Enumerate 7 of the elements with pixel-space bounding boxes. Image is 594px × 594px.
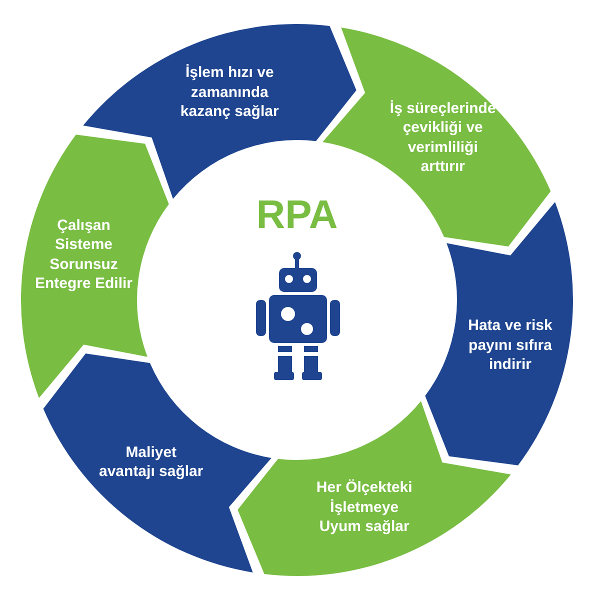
segment-label: İş süreçlerinde çevikliği ve verimliliği arttırır — [388, 98, 497, 177]
center-title: RPA — [256, 192, 338, 238]
segment-label: Çalışan Sisteme Sorunsuz Entegre Edilir — [34, 216, 134, 294]
segment-label: Her Ölçekteki İşletmeye Uyum sağlar — [315, 478, 414, 537]
segment-label: İşlem hızı ve zamanında kazanç sağlar — [179, 63, 280, 122]
segment-label: Maliyet avantajı sağlar — [98, 442, 204, 482]
segment-label: Hata ve risk payını sıfıra indirir — [467, 316, 554, 375]
